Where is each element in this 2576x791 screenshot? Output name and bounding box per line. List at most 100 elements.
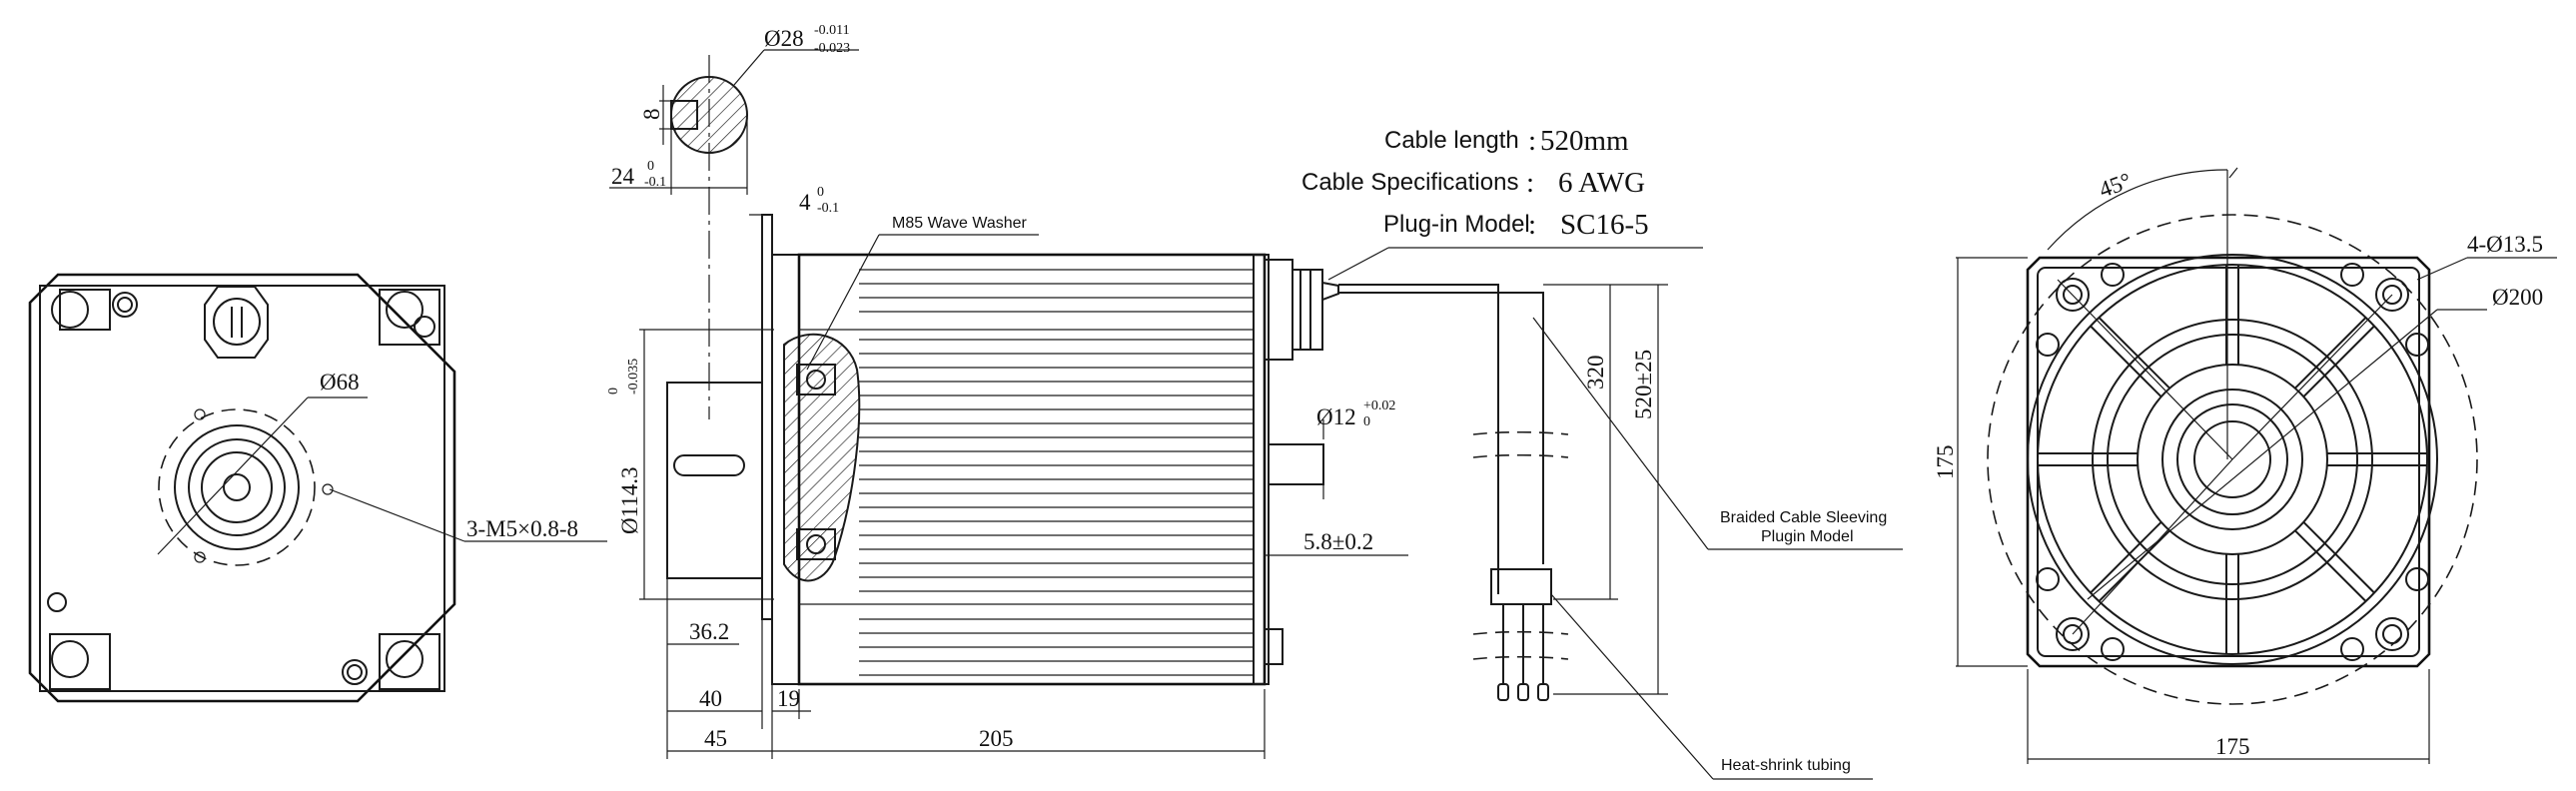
lead-520-label: 520±25 [1631, 350, 1656, 419]
body-fins [859, 269, 1254, 676]
flange-h-label: 175 [1933, 445, 1958, 480]
mount-hole-br [2375, 617, 2409, 651]
washer-label: M85 Wave Washer [892, 215, 1028, 232]
bolt-circle-label: Ø200 [2492, 285, 2543, 310]
aux-hole-4 [2405, 333, 2429, 357]
aux-hole-6 [2405, 567, 2429, 591]
lead-320-label: 320 [1583, 356, 1608, 391]
boss-mid [188, 438, 286, 536]
key-depth-label: 4 [799, 190, 811, 215]
cable-run-1 [1338, 284, 1499, 594]
rear-screw-2 [414, 316, 435, 338]
aux-hole-7 [2101, 637, 2125, 661]
spec-leader [1327, 247, 1389, 281]
mount-hole-br-inner [2382, 624, 2402, 644]
heatshrink-leader [1550, 593, 1714, 780]
bearing-lower [796, 528, 836, 560]
threaded-holes-label: 3-M5×0.8-8 [466, 516, 578, 541]
cable-length-key: Cable length [1384, 127, 1519, 154]
terminal-1 [1497, 683, 1509, 701]
mount-hole-tl-inner [2063, 285, 2083, 305]
shaft-dia-tol-up: -0.011 [814, 23, 850, 38]
angle-label: 45° [2096, 168, 2135, 203]
cable-break-2 [1472, 453, 1569, 458]
aux-hole-8 [2340, 637, 2364, 661]
shaft-key [673, 454, 745, 476]
bolt-circle-dashed [1987, 214, 2478, 705]
rear-outline [28, 273, 456, 703]
key-length-label: 36.2 [689, 619, 729, 644]
hub-mid [2161, 389, 2303, 530]
terminal-2 [1517, 683, 1529, 701]
shaft-40-label: 40 [699, 686, 722, 711]
cable-area: 320 520±25 Braided Cable Sleeving Plugin… [1301, 125, 1903, 780]
mount-hole-tl [2056, 278, 2090, 312]
connector-len-label: 5.8±0.2 [1303, 529, 1373, 554]
boss-inner [201, 451, 273, 523]
bearing-section [783, 333, 861, 582]
cable-gland-ring [213, 298, 261, 346]
cable-gland-hex [204, 286, 269, 359]
m5-hole-1 [194, 408, 206, 420]
rear-inner-frame [39, 285, 445, 692]
hub-inner [2176, 403, 2288, 515]
cable-run-2 [1338, 292, 1544, 564]
terminal-3 [1537, 683, 1549, 701]
cable-spec-colon: : [1526, 167, 1534, 199]
rear-corner-br [379, 633, 440, 690]
diag-bl [2072, 458, 2233, 635]
aux-hole-1 [2101, 263, 2125, 287]
pilot-tol-low: -0.035 [626, 359, 641, 395]
key-height-tol-low: -0.1 [644, 175, 666, 190]
heat-shrink-label: Heat-shrink tubing [1721, 757, 1851, 774]
shaft-dia-tol-low: -0.023 [814, 41, 850, 56]
rear-screw-1 [112, 292, 138, 318]
bearing-ball-upper [806, 370, 826, 390]
sleeving-label-1: Braided Cable Sleeving [1720, 509, 1887, 526]
rib-line [2294, 529, 2367, 602]
rear-screw-3-inner [347, 664, 363, 680]
rib-line [2294, 317, 2367, 390]
connector-pin [1268, 443, 1324, 485]
flange-w-label: 175 [2215, 734, 2250, 759]
shaft-end [2193, 420, 2271, 498]
boss-outer [174, 424, 300, 550]
pilot-tol-up: 0 [606, 388, 621, 395]
plug-model-key: Plug-in Model [1383, 211, 1530, 238]
diag-tl [2057, 279, 2233, 460]
shaft-dia-leader [733, 49, 765, 86]
rear-cap [1253, 254, 1270, 685]
shaft-dia-label: Ø28 [764, 26, 804, 51]
rib-line [2090, 325, 2162, 397]
gland-tip [1321, 281, 1339, 302]
aux-hole-3 [2036, 333, 2060, 357]
pilot-inner [2107, 334, 2358, 585]
front-flange [2026, 256, 2431, 668]
gland-nut [1291, 269, 1323, 351]
plug-housing [1490, 568, 1552, 605]
front-ribs [2038, 265, 2427, 654]
boss-center [223, 473, 251, 501]
m5-hole-2 [322, 483, 334, 495]
angle-arc [2047, 169, 2228, 251]
bearing-upper [796, 364, 836, 396]
flange-plate [761, 214, 773, 620]
cable-length-value: 520mm [1540, 125, 1629, 157]
rear-hole-tl [51, 291, 89, 329]
rear-view: Ø68 3-M5×0.8-8 [28, 273, 607, 703]
flange-19-label: 19 [777, 686, 800, 711]
bc-diameter-line [2087, 309, 2438, 600]
holes-leader [2416, 257, 2468, 281]
rear-corner-tr [379, 289, 440, 346]
rear-hole-tr [386, 291, 424, 329]
pilot-outer [2092, 319, 2373, 600]
rear-corner-bl [49, 633, 111, 690]
shaft-body [666, 382, 763, 579]
aux-hole-5 [2036, 567, 2060, 591]
side-view: 4 0 -0.1 Ø12 +0.02 0 5.8±0.2 M85 [606, 185, 1408, 759]
diag-tr [2231, 294, 2393, 460]
motor-body [797, 253, 1267, 686]
sleeving-label-2: Plugin Model [1761, 528, 1854, 545]
shaft-section: 8 24 0 -0.1 Ø28 -0.011 -0.023 [609, 23, 859, 419]
rear-screw-3 [342, 659, 368, 685]
